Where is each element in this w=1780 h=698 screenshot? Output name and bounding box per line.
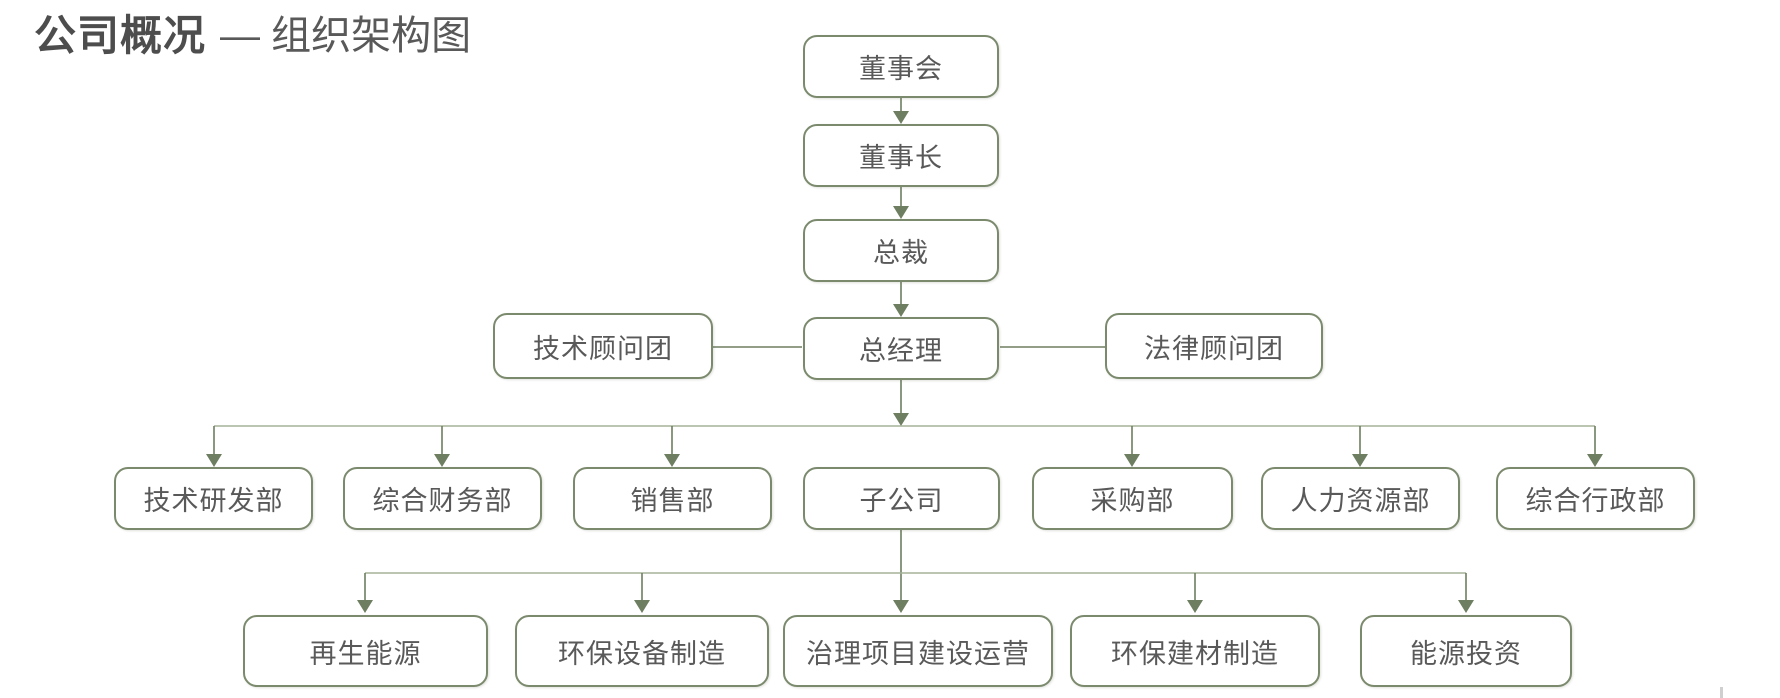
connector-rail-to-sales — [664, 426, 680, 467]
node-dept-admin[interactable]: 综合行政部 — [1496, 467, 1695, 530]
node-dept-rnd[interactable]: 技术研发部 — [114, 467, 313, 530]
page-title: 公司概况 — 组织架构图 — [34, 4, 471, 60]
node-sub-energy-investment[interactable]: 能源投资 — [1360, 615, 1572, 687]
node-sub-enviro-materials-label: 环保建材制造 — [1111, 638, 1279, 669]
connector-rail-to-energy-investment — [1458, 573, 1474, 613]
node-president[interactable]: 总裁 — [803, 219, 999, 282]
connector-rail-to-admin — [1587, 426, 1603, 467]
node-dept-finance-label: 综合财务部 — [372, 486, 513, 516]
connector-rail-to-equipment — [634, 573, 650, 613]
node-sub-enviro-equipment-label: 环保设备制造 — [558, 638, 726, 669]
connector-rail-to-finance — [434, 426, 450, 467]
node-chairman-label: 董事长 — [859, 143, 943, 173]
title-section-name: 公司概况 — [34, 11, 207, 59]
node-dept-finance[interactable]: 综合财务部 — [343, 467, 542, 530]
node-sub-treatment-projects-label: 治理项目建设运营 — [806, 638, 1030, 669]
node-president-label: 总裁 — [873, 238, 929, 268]
node-dept-admin-label: 综合行政部 — [1525, 486, 1666, 516]
connector-board-to-chairman — [893, 98, 909, 124]
node-sub-renewable-energy[interactable]: 再生能源 — [243, 615, 488, 687]
node-tech-advisory-label: 技术顾问团 — [533, 333, 673, 364]
node-sub-renewable-energy-label: 再生能源 — [309, 638, 422, 669]
node-dept-sales-label: 销售部 — [630, 486, 715, 516]
node-sub-treatment-projects[interactable]: 治理项目建设运营 — [783, 615, 1053, 687]
node-dept-procurement[interactable]: 采购部 — [1032, 467, 1233, 530]
node-legal-advisory-label: 法律顾问团 — [1144, 333, 1284, 364]
node-legal-advisory[interactable]: 法律顾问团 — [1105, 313, 1323, 379]
connector-rail-to-renewable — [357, 573, 373, 613]
node-sub-energy-investment-label: 能源投资 — [1410, 638, 1522, 669]
connector-gm-to-department-rail — [893, 380, 909, 426]
connector-rail-to-procurement — [1124, 426, 1140, 467]
node-board-of-directors-label: 董事会 — [859, 54, 943, 84]
connector-rail-to-hr — [1352, 426, 1368, 467]
node-dept-hr[interactable]: 人力资源部 — [1261, 467, 1460, 530]
connector-chairman-to-president — [893, 187, 909, 219]
title-subtitle: — 组织架构图 — [220, 14, 472, 58]
node-general-manager[interactable]: 总经理 — [803, 317, 999, 380]
connector-subsidiaries-to-treatment — [893, 530, 909, 613]
connector-rail-to-rnd — [206, 426, 222, 467]
node-dept-hr-label: 人力资源部 — [1290, 486, 1431, 516]
node-subsidiaries[interactable]: 子公司 — [803, 467, 1000, 530]
node-general-manager-label: 总经理 — [859, 336, 943, 366]
node-sub-enviro-materials[interactable]: 环保建材制造 — [1070, 615, 1320, 687]
node-dept-rnd-label: 技术研发部 — [143, 486, 284, 516]
node-dept-sales[interactable]: 销售部 — [573, 467, 772, 530]
node-chairman[interactable]: 董事长 — [803, 124, 999, 187]
node-sub-enviro-equipment[interactable]: 环保设备制造 — [515, 615, 769, 687]
node-board-of-directors[interactable]: 董事会 — [803, 35, 999, 98]
node-tech-advisory[interactable]: 技术顾问团 — [493, 313, 713, 379]
connector-rail-to-materials — [1187, 573, 1203, 613]
node-dept-procurement-label: 采购部 — [1090, 486, 1175, 516]
stray-scrollbar-tick — [1720, 687, 1723, 698]
node-subsidiaries-label: 子公司 — [859, 486, 944, 516]
connector-president-to-gm — [893, 282, 909, 317]
